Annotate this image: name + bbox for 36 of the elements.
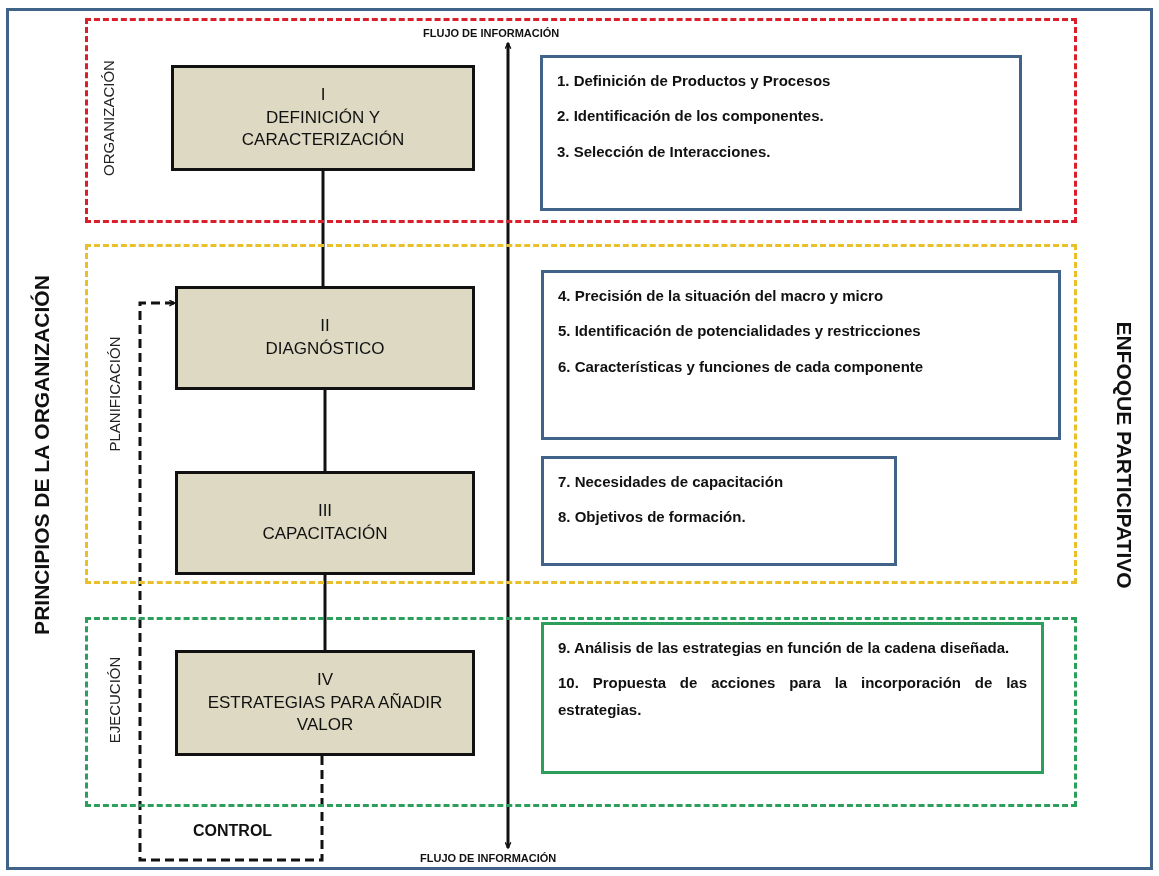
list-item: 5. Identificación de potencialidades y restricciones [558, 321, 922, 342]
stage-number: III [317, 500, 333, 523]
stage-number: II [320, 315, 330, 338]
list-box [540, 55, 1022, 211]
stage-title: CAPACITACIÓN [262, 523, 388, 545]
stage-box [175, 471, 475, 575]
list-box [541, 270, 1061, 440]
phase-band [85, 617, 1077, 807]
stage-number: I [320, 83, 326, 106]
phase-band [85, 244, 1077, 584]
stage-box [175, 650, 475, 756]
stage-title: ESTRATEGIAS PARA AÑADIR VALOR [206, 691, 444, 737]
stage-box [175, 286, 475, 390]
list-box [541, 456, 897, 566]
phase-band [85, 18, 1077, 223]
stage-title: DIAGNÓSTICO [265, 338, 385, 360]
list-item: 2. Identificación de los componentes. [557, 106, 825, 127]
list-box [541, 622, 1044, 774]
band-title: EJECUCIÓN [106, 656, 123, 743]
side-label: ENFOQUE PARTICIPATIVO [1112, 321, 1136, 589]
list-item: 9. Análisis de las estrategias en función de la cadena diseñada. [558, 638, 1011, 658]
list-item: 8. Objetivos de formación. [558, 507, 747, 528]
list-item: 4. Precisión de la situación del macro y micro [558, 286, 885, 306]
side-label: PRINCIPIOS DE LA ORGANIZACIÓN [30, 275, 54, 635]
list-item: 3. Selección de Interacciones. [557, 141, 772, 162]
list-item: 1. Definición de Productos y Procesos [557, 71, 832, 91]
stage-title: DEFINICIÓN Y CARACTERIZACIÓN [240, 106, 406, 152]
flow-label: FLUJO DE INFORMACIÓN [423, 27, 560, 39]
list-item: 7. Necesidades de capacitación [558, 472, 785, 492]
list-item: 10. Propuesta de acciones para la incorporación de las estrategias. [558, 673, 1027, 720]
stage-number: IV [316, 668, 334, 691]
band-title: ORGANIZACIÓN [100, 59, 117, 176]
band-title: PLANIFICACIÓN [106, 336, 123, 452]
list-item: 6. Características y funciones de cada componente [558, 356, 925, 377]
stage-box [171, 65, 475, 171]
flow-label: FLUJO DE INFORMACIÓN [420, 852, 557, 864]
